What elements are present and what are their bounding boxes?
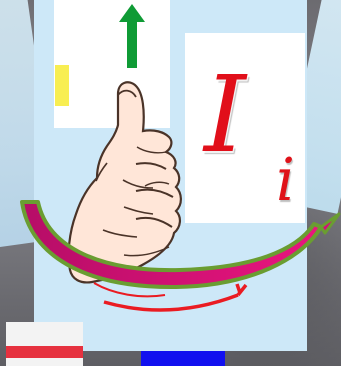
formula-subscript-letter: i	[276, 150, 295, 209]
formula-main-letter: I	[204, 62, 246, 168]
up-arrow-icon	[119, 4, 145, 68]
formula-card: I i	[185, 33, 305, 223]
